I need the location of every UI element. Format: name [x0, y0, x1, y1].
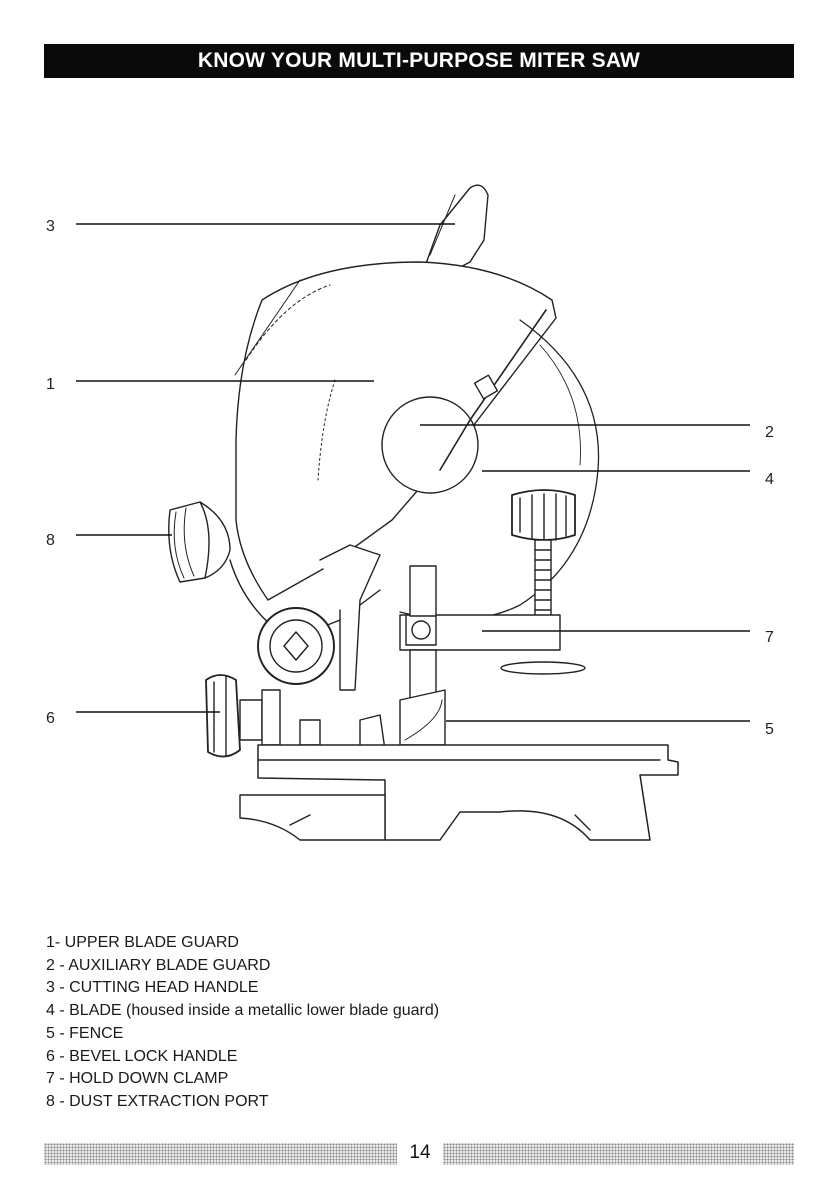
callout-number-2: 2 [765, 424, 774, 442]
miter-saw-diagram [0, 0, 839, 900]
legend-item: 5 - FENCE [46, 1023, 746, 1046]
footer-dotted-band-left [44, 1143, 397, 1165]
legend-item: 3 - CUTTING HEAD HANDLE [46, 977, 746, 1000]
page-number: 14 [397, 1142, 443, 1164]
legend-item: 8 - DUST EXTRACTION PORT [46, 1091, 746, 1114]
callout-number-3: 3 [46, 218, 55, 236]
legend-item: 7 - HOLD DOWN CLAMP [46, 1068, 746, 1091]
footer-dotted-band-right [443, 1143, 794, 1165]
callout-number-7: 7 [765, 629, 774, 647]
fence-drawing [400, 690, 445, 745]
callout-number-8: 8 [46, 532, 55, 550]
callout-number-5: 5 [765, 721, 774, 739]
legend-item: 4 - BLADE (housed inside a metallic lowe… [46, 1000, 746, 1023]
legend-item: 6 - BEVEL LOCK HANDLE [46, 1046, 746, 1069]
legend-item: 1- UPPER BLADE GUARD [46, 932, 746, 955]
callout-number-6: 6 [46, 710, 55, 728]
hub-drawing [382, 397, 478, 493]
callout-number-4: 4 [765, 471, 774, 489]
parts-legend: 1- UPPER BLADE GUARD 2 - AUXILIARY BLADE… [46, 932, 746, 1114]
legend-item: 2 - AUXILIARY BLADE GUARD [46, 955, 746, 978]
bevel-handle-drawing [206, 675, 240, 757]
callout-number-1: 1 [46, 376, 55, 394]
